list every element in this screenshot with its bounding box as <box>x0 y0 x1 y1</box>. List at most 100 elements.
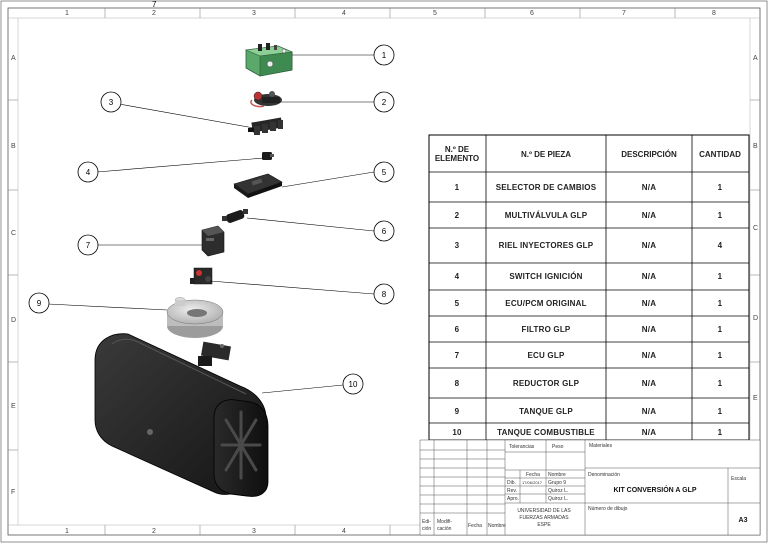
svg-text:1: 1 <box>718 379 723 388</box>
svg-text:N/A: N/A <box>642 379 656 388</box>
col-zone-top: 3 <box>252 10 256 17</box>
svg-text:10: 10 <box>349 380 358 389</box>
svg-text:6: 6 <box>382 227 387 236</box>
col-zone-top: 8 <box>712 10 716 17</box>
svg-text:5: 5 <box>382 168 387 177</box>
dib-name: Grupo 9 <box>548 480 566 486</box>
edicion-label-1: Edi- <box>422 519 431 525</box>
col-zone-top: 1 <box>65 10 69 17</box>
svg-text:6: 6 <box>455 325 460 334</box>
svg-text:2: 2 <box>382 98 387 107</box>
escala-label: Escala <box>731 476 746 482</box>
table-row: 4 SWITCH IGNICIÓN N/A 1 <box>455 272 723 281</box>
row-zone-right: A <box>753 55 758 62</box>
dib-date: 17/06/2017 <box>522 480 543 485</box>
part-reductor <box>190 267 213 285</box>
svg-text:N/A: N/A <box>642 272 656 281</box>
svg-text:N/A: N/A <box>642 183 656 192</box>
column-zones: 1 2 3 4 5 6 7 8 1 2 3 4 <box>8 8 760 535</box>
edicion-label-2: ción <box>422 526 431 532</box>
balloon-2: 2 <box>373 91 395 113</box>
row-zone-left: F <box>11 489 15 496</box>
bom-table: N.º DE ELEMENTO N.º DE PIEZA DESCRIPCIÓN… <box>428 134 750 441</box>
part-switch-ignicion <box>262 152 274 160</box>
svg-text:ECU GLP: ECU GLP <box>528 351 565 360</box>
svg-text:TANQUE COMBUSTIBLE: TANQUE COMBUSTIBLE <box>497 428 595 437</box>
table-row: 6 FILTRO GLP N/A 1 <box>455 325 723 334</box>
svg-text:N/A: N/A <box>642 241 656 250</box>
modificacion-label-2: cación <box>437 526 452 532</box>
svg-text:MULTIVÁLVULA GLP: MULTIVÁLVULA GLP <box>505 211 588 220</box>
row-zone-left: A <box>11 55 16 62</box>
balloon-3: 3 <box>100 91 122 113</box>
title-block-text: Tolerancias Peso Materiales Fecha Nombre… <box>422 443 748 532</box>
rev-name: Quiroz L. <box>548 488 568 494</box>
balloon-5: 5 <box>373 161 395 183</box>
apro-label: Apro. <box>507 496 519 502</box>
balloon-9: 9 <box>28 292 50 314</box>
svg-text:10: 10 <box>452 428 462 437</box>
row-zone-left: B <box>11 143 16 150</box>
rev-label: Rev. <box>507 488 517 494</box>
svg-text:SELECTOR DE CAMBIOS: SELECTOR DE CAMBIOS <box>496 183 597 192</box>
row-zone-left: E <box>11 403 16 410</box>
part-filtro <box>222 209 248 223</box>
balloon-6: 6 <box>373 220 395 242</box>
col-zone-bottom: 4 <box>342 528 346 535</box>
nombre2-label: Nombre <box>488 523 506 529</box>
svg-text:1: 1 <box>718 183 723 192</box>
col-zone-bottom: 3 <box>252 528 256 535</box>
dib-label: Dib. <box>507 480 516 486</box>
row-zone-left: C <box>11 230 16 237</box>
svg-text:REDUCTOR GLP: REDUCTOR GLP <box>513 379 580 388</box>
row-zone-right: B <box>753 143 758 150</box>
part-ecu-pcm-original <box>233 173 283 198</box>
numero-dibujo-label: Número de dibujo <box>588 506 628 512</box>
institution-line-1: UNIVERSIDAD DE LAS <box>517 508 571 514</box>
tolerancias-label: Tolerancias <box>509 444 535 450</box>
svg-text:2: 2 <box>455 211 460 220</box>
denominacion-label: Denominación <box>588 472 620 478</box>
table-row: 3 RIEL INYECTORES GLP N/A 4 <box>455 241 723 250</box>
part-connector-bracket <box>198 341 232 366</box>
svg-text:1: 1 <box>718 325 723 334</box>
bom-header-description: DESCRIPCIÓN <box>621 150 677 159</box>
table-row: 5 ECU/PCM ORIGINAL N/A 1 <box>455 299 723 308</box>
col-zone-bottom: 1 <box>65 528 69 535</box>
row-zone-right: C <box>753 225 758 232</box>
svg-text:8: 8 <box>382 290 387 299</box>
title-block <box>419 439 761 536</box>
svg-text:N/A: N/A <box>642 351 656 360</box>
institution-line-3: ESPE <box>537 522 551 528</box>
col-zone-top: 6 <box>530 10 534 17</box>
svg-text:1: 1 <box>718 272 723 281</box>
svg-text:N/A: N/A <box>642 299 656 308</box>
part-ecu-glp <box>201 225 225 257</box>
svg-text:N/A: N/A <box>642 428 656 437</box>
institution-line-2: FUERZAS ARMADAS <box>519 515 569 521</box>
row-zone-right: E <box>753 395 758 402</box>
nombre-label: Nombre <box>548 472 566 478</box>
col-zone-top: 7 <box>622 10 626 17</box>
svg-text:RIEL INYECTORES GLP: RIEL INYECTORES GLP <box>499 241 594 250</box>
svg-text:4: 4 <box>718 241 723 250</box>
svg-text:4: 4 <box>455 272 460 281</box>
bom-header-part: N.º DE PIEZA <box>521 150 571 159</box>
materiales-label: Materiales <box>589 443 613 449</box>
table-row: 2 MULTIVÁLVULA GLP N/A 1 <box>455 211 723 220</box>
svg-text:1: 1 <box>718 428 723 437</box>
col-zone-top: 4 <box>342 10 346 17</box>
balloon-7: 7 <box>77 234 99 256</box>
svg-text:7: 7 <box>455 351 460 360</box>
col-zone-bottom: 2 <box>152 528 156 535</box>
svg-text:N/A: N/A <box>642 325 656 334</box>
svg-text:1: 1 <box>455 183 460 192</box>
svg-text:N/A: N/A <box>642 407 656 416</box>
svg-text:N/A: N/A <box>642 211 656 220</box>
svg-text:1: 1 <box>718 407 723 416</box>
fecha2-label: Fecha <box>468 523 482 529</box>
svg-text:ECU/PCM ORIGINAL: ECU/PCM ORIGINAL <box>505 299 586 308</box>
row-zones: A B C D E F A B C D E <box>8 18 760 525</box>
